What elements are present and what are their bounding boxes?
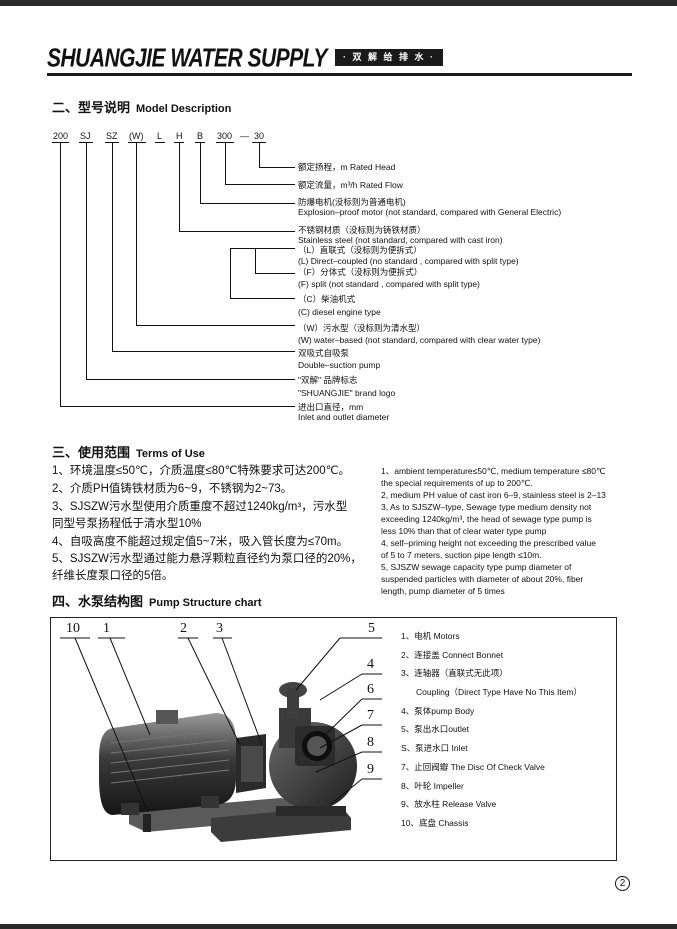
- model-code-dash: —: [240, 131, 249, 141]
- terms-zh-line-5: 4、自吸高度不能超过规定值5~7米，吸入管长度为≤70m。: [52, 536, 349, 548]
- callout-6: 6: [367, 682, 374, 697]
- model-item-diameter-en: Inlet and outlet diameter: [298, 412, 390, 422]
- model-code-b: B: [197, 131, 204, 141]
- model-item-explosion-zh: 防爆电机(没标则为普通电机): [298, 197, 406, 207]
- model-code-size: 200: [53, 131, 69, 141]
- model-item-split-en: (F) split (not standard , compared with …: [298, 279, 480, 289]
- terms-zh-line-2: 2、介质PH值铸铁材质为6~9，不锈钢为2~73。: [52, 483, 293, 495]
- callout-7: 7: [367, 708, 374, 723]
- callout-4: 4: [367, 657, 374, 672]
- model-item-stainless-en: Stainless steel (not standard, compared …: [298, 235, 503, 245]
- structure-heading-zh: 四、水泵结构图: [52, 594, 144, 609]
- structure-section-heading: 四、水泵结构图 Pump Structure chart: [52, 591, 261, 610]
- terms-en-line-7: 4, self–priming height not exceeding the…: [381, 538, 596, 548]
- model-item-split-zh: （F）分体式（没标则为便拆式）: [298, 267, 423, 277]
- terms-zh-line-3: 3、SJSZW污水型使用介质重度不超过1240kg/m³，污水型: [52, 501, 348, 513]
- part-9: 9、放水柱 Release Valve: [401, 799, 497, 809]
- model-item-explosion-en: Explosion–proof motor (not standard, com…: [298, 207, 562, 217]
- model-item-logo-zh: "双解" 品牌标志: [298, 375, 358, 385]
- terms-en-line-5: exceeding 1240kg/m³, the head of sewage …: [381, 514, 592, 524]
- model-item-direct-zh: （L）直联式（没标则为便拆式）: [298, 245, 422, 255]
- top-rule: [0, 0, 677, 6]
- part-3: 3、连轴器（直联式无此项）: [401, 668, 508, 678]
- callout-5: 5: [368, 621, 375, 636]
- model-code-h: H: [176, 131, 183, 141]
- terms-en-line-4: 3, As to SJSZW–type, Sewage type medium …: [381, 502, 592, 512]
- terms-zh-line-1: 1、环境温度≤50℃，介质温度≤80℃特殊要求可达200℃。: [52, 465, 351, 477]
- part-8: 8、叶轮 Impeller: [401, 781, 464, 791]
- model-item-diesel-en: (C) diesel engine type: [298, 307, 381, 317]
- terms-en-line-11: length, pump diameter of 5 times: [381, 586, 505, 596]
- terms-en-line-2: the special requirements of up to 200℃.: [381, 478, 533, 488]
- terms-zh-line-7: 纤维长度泵口径的5倍。: [52, 570, 174, 582]
- part-2: 2、连接盖 Connect Bonnet: [401, 650, 504, 660]
- terms-section-heading: 三、使用范围 Terms of Use: [52, 442, 205, 461]
- part-6: S、泵进水口 Inlet: [401, 743, 468, 753]
- model-item-logo-en: "SHUANGJIE" brand logo: [298, 388, 396, 398]
- callout-2: 2: [180, 621, 187, 636]
- model-code-flow: 300: [217, 131, 233, 141]
- model-heading-en: Model Description: [136, 103, 232, 115]
- model-heading-zh: 二、型号说明: [52, 100, 131, 115]
- model-item-double-en: Double–suction pump: [298, 360, 381, 370]
- model-item-double-zh: 双吸式自吸泵: [298, 348, 350, 358]
- brand-title: SHUANGJIE WATER SUPPLY: [47, 44, 327, 73]
- model-code-w: (W): [129, 131, 144, 141]
- part-10: 10、底盘 Chassis: [401, 818, 469, 828]
- callout-3: 3: [216, 621, 223, 636]
- model-code-head: 30: [254, 131, 265, 141]
- part-7: 7、止回阀瓣 The Disc Of Check Valve: [401, 762, 545, 772]
- callout-8: 8: [367, 735, 374, 750]
- part-5: 5、泵出水口outlet: [401, 724, 470, 734]
- terms-en-line-8: of 5 to 7 meters, suction pipe length ≤1…: [381, 550, 542, 560]
- model-code-l: L: [157, 131, 163, 141]
- callout-10: 10: [66, 621, 80, 636]
- model-code-sj: SJ: [80, 131, 91, 141]
- pump-figure-frame: [50, 617, 617, 861]
- callout-1: 1: [103, 621, 110, 636]
- model-section-heading: 二、型号说明 Model Description: [52, 97, 231, 116]
- part-4: 4、泵体pump Body: [401, 706, 475, 716]
- structure-heading-en: Pump Structure chart: [149, 597, 262, 609]
- terms-heading-zh: 三、使用范围: [52, 445, 131, 460]
- model-item-direct-en: (L) Direct–coupled (no standard , compar…: [298, 256, 519, 266]
- model-item-diesel-zh: （C）柴油机式: [298, 294, 356, 304]
- pump-illustration: [99, 682, 357, 842]
- model-item-stainless-zh: 不锈钢材质（没标则为铸铁材质）: [298, 225, 426, 235]
- terms-zh-line-4: 同型号泵扬程低于清水型10%: [52, 518, 202, 530]
- model-item-diameter-zh: 进出口直径，mm: [298, 402, 364, 412]
- model-item-rated-flow: 额定流量，m³/h Rated Flow: [298, 180, 403, 190]
- page-number: 2: [615, 876, 630, 891]
- part-1: 1、电机 Motors: [401, 631, 460, 641]
- terms-en-line-3: 2, medium PH value of cast iron 6–9, sta…: [381, 490, 606, 500]
- terms-en-line-1: 1、ambient temperature≤50℃, medium temper…: [381, 466, 606, 476]
- terms-en-line-6: less 10% than that of clear water type p…: [381, 526, 547, 536]
- callout-9: 9: [367, 762, 374, 777]
- model-item-water-zh: （W）污水型（没标则为清水型）: [298, 323, 426, 333]
- terms-heading-en: Terms of Use: [136, 448, 205, 460]
- model-code-sz: SZ: [106, 131, 118, 141]
- terms-en-line-9: 5, SJSZW sewage capacity type pump diame…: [381, 562, 572, 572]
- model-item-water-en: (W) water–based (not standard, compared …: [298, 335, 541, 345]
- part-3-en: Coupling（Direct Type Have No This Item）: [416, 687, 582, 697]
- model-item-rated-head: 额定扬程，m Rated Head: [298, 162, 396, 172]
- bottom-rule: [0, 924, 677, 929]
- motor-shape: [99, 713, 236, 815]
- chassis-shape: [129, 798, 301, 832]
- brand-underline: [47, 73, 632, 76]
- brand-tagline: · 双 解 给 排 水 ·: [335, 49, 443, 66]
- terms-zh-line-6: 5、SJSZW污水型通过能力悬浮颗粒直径约为泵口径的20%，: [52, 553, 362, 565]
- terms-en-line-10: suspended particles with diameter of abo…: [381, 574, 584, 584]
